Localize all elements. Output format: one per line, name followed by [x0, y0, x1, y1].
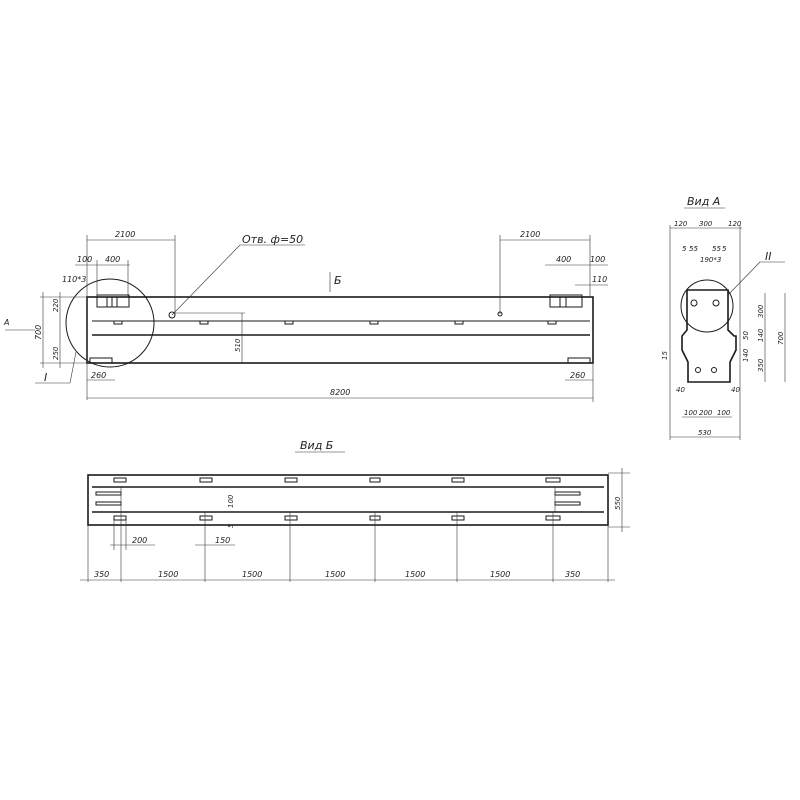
dim-a-140-upper: 140: [757, 328, 765, 342]
dim-220: 220: [52, 298, 60, 312]
dim-a-55-left: 55: [689, 245, 698, 253]
callout-2: II: [765, 250, 772, 263]
dim-400: 400: [105, 255, 120, 264]
view-a: Вид А 120 300 120 5 55 55 5 190*3 II 300…: [661, 195, 786, 440]
view-b-title: Вид Б: [300, 439, 333, 452]
dim-b-550: 550: [614, 496, 622, 510]
slots: [113, 320, 557, 325]
detail-circle-2: [680, 279, 734, 333]
dim-510: 510: [234, 338, 242, 352]
dim-a-120-left: 120: [674, 220, 688, 228]
dim-b-1500-2: 1500: [242, 570, 262, 579]
dim-260-right: 260: [570, 371, 585, 380]
dim-b-1500-1: 1500: [158, 570, 178, 579]
dim-250: 250: [52, 346, 60, 360]
front-view: 2100 Отв. ф=50 100 400 110*3 700 220 250…: [3, 230, 608, 402]
view-b: Вид Б 350 1500 1500 1500 1500 1500 350 2…: [80, 439, 630, 582]
dim-a-40-left: 40: [676, 386, 685, 394]
dim-b-150: 150: [215, 536, 230, 545]
dim-a-200: 200: [699, 409, 713, 417]
dim-100: 100: [77, 255, 92, 264]
dim-a-100-right: 100: [717, 409, 731, 417]
dim-b-350-left: 350: [94, 570, 109, 579]
dim-a-350: 350: [757, 358, 765, 372]
dim-260-left: 260: [91, 371, 106, 380]
dim-400-right: 400: [556, 255, 571, 264]
beam-outline: [86, 296, 594, 364]
view-a-title: Вид А: [687, 195, 720, 208]
dim-b-350-right: 350: [565, 570, 580, 579]
dim-b-1500-5: 1500: [490, 570, 510, 579]
view-a-arrow: А: [3, 318, 9, 327]
dim-a-55-right: 55: [712, 245, 721, 253]
dim-a-120-right: 120: [728, 220, 742, 228]
dim-2100-right: 2100: [520, 230, 540, 239]
hole-note: Отв. ф=50: [242, 233, 303, 246]
dim-a-5-right: 5: [722, 245, 727, 253]
dim-8200: 8200: [330, 388, 350, 397]
dim-b-1500-4: 1500: [405, 570, 425, 579]
callout-1: I: [44, 371, 47, 384]
dim-b-100: 100: [227, 494, 235, 508]
plan-outline: [87, 474, 609, 526]
dim-2100-left: 2100: [115, 230, 135, 239]
dim-a-50: 50: [742, 331, 750, 340]
dim-a-300: 300: [699, 220, 713, 228]
dim-a-700: 700: [777, 331, 785, 345]
dim-a-15: 15: [661, 351, 669, 360]
dim-a-530: 530: [698, 429, 712, 437]
dim-110x3: 110*3: [62, 275, 86, 284]
dim-a-140-lower: 140: [742, 348, 750, 362]
dim-100-right: 100: [590, 255, 605, 264]
dim-a-5-left: 5: [682, 245, 687, 253]
dim-a-100-left: 100: [684, 409, 698, 417]
dim-a-300-right: 300: [757, 304, 765, 318]
section-outline: [681, 289, 737, 383]
dim-110-right: 110: [592, 275, 607, 284]
dim-a-40-right: 40: [731, 386, 740, 394]
dim-b-1500-3: 1500: [325, 570, 345, 579]
dim-a-190x3: 190*3: [700, 256, 721, 264]
dim-700: 700: [34, 325, 43, 340]
dim-b-200: 200: [132, 536, 147, 545]
view-b-arrow: Б: [334, 274, 342, 287]
detail-circle-1: [65, 278, 155, 368]
dim-b-5: 5: [227, 523, 235, 528]
plan-slots: [113, 477, 561, 521]
